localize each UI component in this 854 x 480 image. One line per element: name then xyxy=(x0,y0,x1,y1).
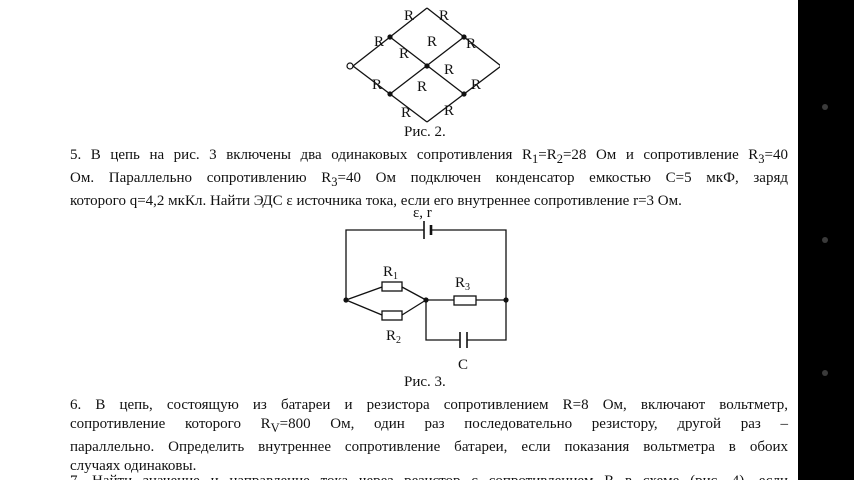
problem-6-text: 6. В цепь, состоящую из батареи и резист… xyxy=(70,396,788,476)
fig3-r2-label: R2 xyxy=(386,328,401,346)
fig2-label-r: R xyxy=(404,8,414,24)
fig2-label-r: R xyxy=(444,103,454,119)
fig3-emf-label: ε, r xyxy=(413,205,432,221)
problem-6-line: случаях одинаковы. xyxy=(70,458,197,474)
nav-dot-icon xyxy=(822,237,828,243)
fig2-label-r: R xyxy=(417,79,427,95)
fig2-label-r: R xyxy=(471,77,481,93)
fig2-label-r: R xyxy=(399,46,409,62)
problem-5-line: 5. В цепь на рис. 3 включены два одинако… xyxy=(70,147,788,166)
fig3-r3-label: R3 xyxy=(455,275,470,293)
fig2-label-r: R xyxy=(372,77,382,93)
figure-3-caption: Рис. 3. xyxy=(404,374,446,390)
fig2-label-r: R xyxy=(439,8,449,24)
fig2-label-r: R xyxy=(444,62,454,78)
nav-dot-icon xyxy=(822,370,828,376)
problem-5-line: Ом. Параллельно сопротивлению R3=40 Ом п… xyxy=(70,170,788,189)
fig3-c-label: C xyxy=(458,357,468,373)
nav-dot-icon xyxy=(822,104,828,110)
figure-3-circuit: ε, r R1 R3 R2 C xyxy=(343,205,509,373)
problem-6-line: 6. В цепь, состоящую из батареи и резист… xyxy=(70,397,788,413)
fig3-r1-label: R1 xyxy=(383,264,398,282)
document-page: R R R R R R R R R R R R Рис. 2. 5. В цеп… xyxy=(0,0,798,480)
figure-2-resistor-network: R R R R R R R R R R R R xyxy=(346,7,500,123)
figure-2-caption: Рис. 2. xyxy=(404,124,446,140)
problem-6-line: параллельно. Определить внутреннее сопро… xyxy=(70,439,788,455)
problem-7-line: 7. Найти значение и направление тока чер… xyxy=(70,472,788,480)
problem-5-line: которого q=4,2 мкКл. Найти ЭДС ε источни… xyxy=(70,193,682,209)
problem-5-text: 5. В цепь на рис. 3 включены два одинако… xyxy=(70,146,788,211)
screen-side-bar xyxy=(798,0,854,480)
fig2-label-r: R xyxy=(374,34,384,50)
problem-6-line: сопротивление которого RV=800 Ом, один р… xyxy=(70,416,788,435)
fig2-label-r: R xyxy=(466,36,476,52)
fig2-label-r: R xyxy=(401,105,411,121)
fig2-label-r: R xyxy=(427,34,437,50)
problem-7-text: 7. Найти значение и направление тока чер… xyxy=(70,472,788,480)
